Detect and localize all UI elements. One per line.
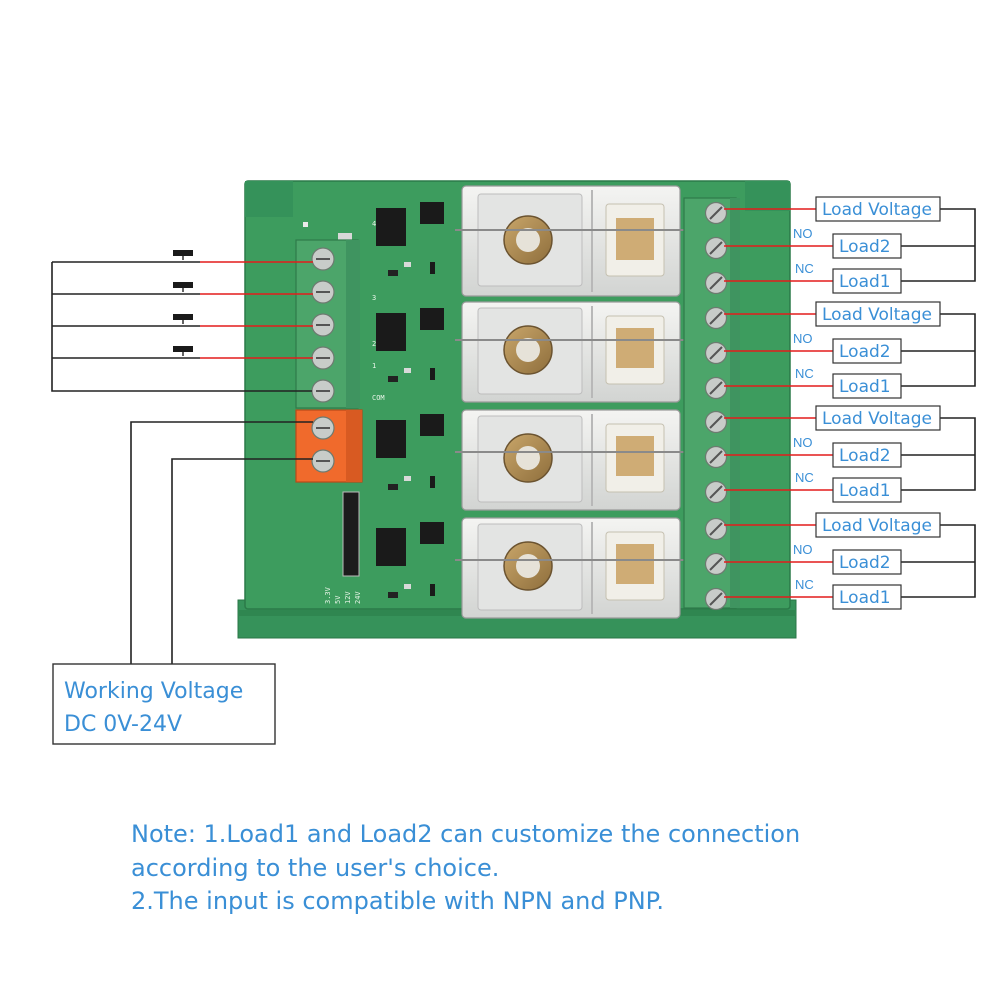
load1-box xyxy=(832,373,902,399)
relays xyxy=(455,185,688,619)
load-voltage-label: Load Voltage xyxy=(822,409,932,429)
board-labels: 4 3 2 1 COM 3.3V 5V 12V 24V xyxy=(324,220,385,604)
silk-24v: 24V xyxy=(354,591,362,604)
load-voltage-box xyxy=(815,301,941,327)
output-screw-slot xyxy=(709,557,723,571)
working-voltage-title: Working Voltage xyxy=(64,679,243,704)
output-screw-slot xyxy=(709,450,723,464)
nc-label: NC xyxy=(795,577,814,592)
output-screw-slot xyxy=(709,415,723,429)
load2-label: Load2 xyxy=(839,553,891,573)
output-wiring xyxy=(724,208,976,598)
output-screw-slot xyxy=(709,276,723,290)
output-terminal-block xyxy=(683,197,740,611)
optocouplers xyxy=(376,202,444,566)
load1-label: Load1 xyxy=(839,481,891,501)
load-voltage-label: Load Voltage xyxy=(822,305,932,325)
output-screw-slot xyxy=(709,311,723,325)
silk-com: COM xyxy=(372,394,385,402)
wire-return-bus xyxy=(901,313,976,387)
load2-label: Load2 xyxy=(839,446,891,466)
nc-label: NC xyxy=(795,366,814,381)
output-screw-slot xyxy=(709,381,723,395)
silk-ch4: 4 xyxy=(372,220,376,228)
load-voltage-box xyxy=(815,405,941,431)
load1-label: Load1 xyxy=(839,272,891,292)
smd-components xyxy=(388,262,435,598)
output-screw-slot xyxy=(709,522,723,536)
relay-3 xyxy=(455,409,688,511)
load2-box xyxy=(832,338,902,364)
push-button-4-icon xyxy=(166,346,200,359)
load1-box xyxy=(832,584,902,610)
load-voltage-box xyxy=(815,196,941,222)
relay-1 xyxy=(455,185,688,297)
silk-3v3: 3.3V xyxy=(324,586,332,604)
no-label: NO xyxy=(793,435,813,450)
wire-return-bus xyxy=(901,208,976,282)
silk-ch3: 3 xyxy=(372,294,376,302)
push-buttons xyxy=(166,250,200,359)
silk-ch1: 1 xyxy=(372,362,376,370)
nc-label: NC xyxy=(795,261,814,276)
push-button-2-icon xyxy=(166,282,200,295)
load-voltage-box xyxy=(815,512,941,538)
load2-box xyxy=(832,549,902,575)
working-voltage-range: DC 0V-24V xyxy=(64,712,182,737)
load1-box xyxy=(832,477,902,503)
input-wiring xyxy=(51,261,313,392)
load-voltage-label: Load Voltage xyxy=(822,516,932,536)
nc-label: NC xyxy=(795,470,814,485)
no-label: NO xyxy=(793,226,813,241)
load2-box xyxy=(832,233,902,259)
note-line-3: 2.The input is compatible with NPN and P… xyxy=(131,887,665,915)
silk-5v: 5V xyxy=(334,595,342,604)
output-screws xyxy=(704,201,728,611)
load2-label: Load2 xyxy=(839,342,891,362)
wire-return-bus xyxy=(901,417,976,491)
output-screw-slot xyxy=(709,346,723,360)
push-button-1-icon xyxy=(166,250,200,263)
load2-label: Load2 xyxy=(839,237,891,257)
relay-2 xyxy=(455,301,688,403)
push-button-3-icon xyxy=(166,314,200,327)
no-label: NO xyxy=(793,542,813,557)
wire-return-bus xyxy=(901,524,976,598)
no-label: NO xyxy=(793,331,813,346)
note-text: Note: 1.Load1 and Load2 can customize th… xyxy=(131,818,951,919)
relay-4 xyxy=(455,517,688,619)
silkscreen-area xyxy=(303,222,360,577)
output-screw-slot xyxy=(709,485,723,499)
note-line-2: according to the user's choice. xyxy=(131,853,500,882)
silk-12v: 12V xyxy=(344,591,352,604)
load2-box xyxy=(832,442,902,468)
silk-ch2: 2 xyxy=(372,340,376,348)
note-line-1: Note: 1.Load1 and Load2 can customize th… xyxy=(131,820,801,848)
load1-label: Load1 xyxy=(839,588,891,608)
output-screw-slot xyxy=(709,206,723,220)
load-voltage-label: Load Voltage xyxy=(822,200,932,220)
output-screw-slot xyxy=(709,241,723,255)
load1-label: Load1 xyxy=(839,377,891,397)
power-wiring xyxy=(130,421,313,664)
working-voltage-box: Working Voltage DC 0V-24V xyxy=(52,663,276,745)
input-terminal-block xyxy=(295,239,360,409)
load1-box xyxy=(832,268,902,294)
power-terminal-block xyxy=(295,409,363,483)
output-screw-slot xyxy=(709,592,723,606)
